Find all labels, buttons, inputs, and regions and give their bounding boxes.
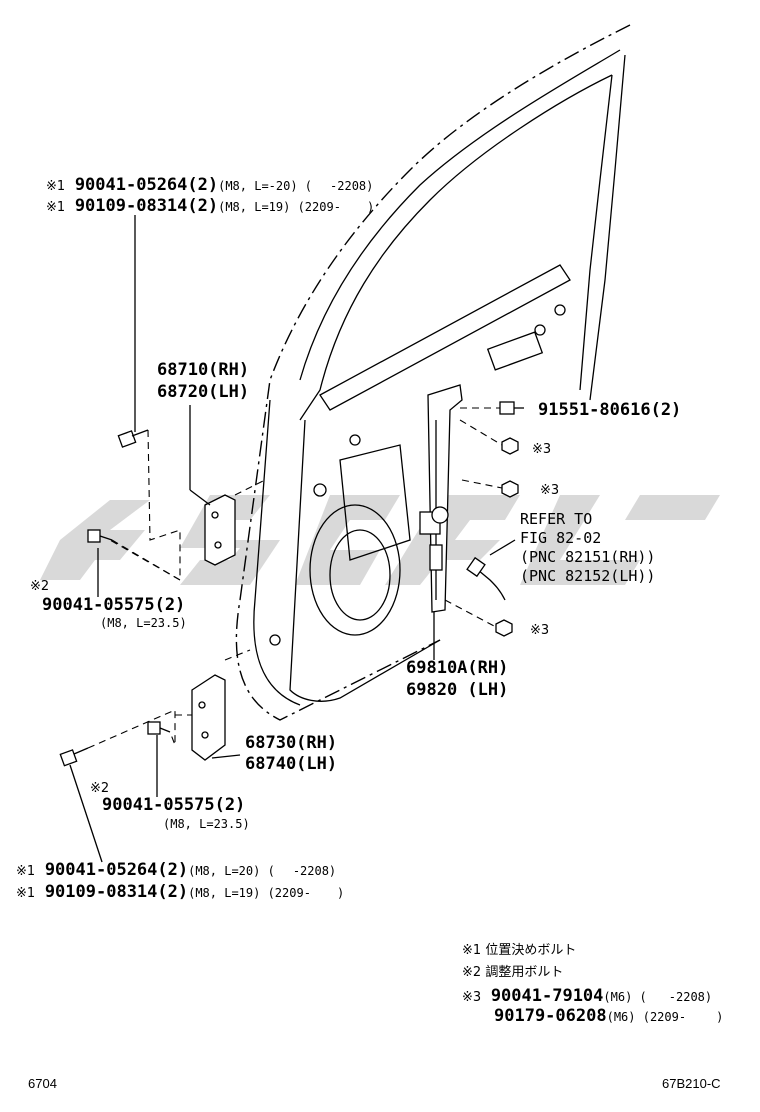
leader-line bbox=[189, 489, 211, 506]
hinge-hole bbox=[201, 731, 209, 739]
connector-plug bbox=[466, 556, 486, 578]
refer-line-1: REFER TO bbox=[520, 510, 593, 528]
regulator-rh-label: 69810A(RH) bbox=[406, 658, 509, 678]
panel-hole bbox=[349, 434, 361, 446]
window-frame-inner bbox=[299, 74, 613, 421]
assembly-line bbox=[111, 539, 181, 581]
legend-note-3-row-1: ※3 90041-79104(M6) (-2208) bbox=[462, 986, 713, 1006]
door-inner-panel bbox=[289, 419, 441, 702]
nut-icon bbox=[495, 619, 513, 637]
assembly-line bbox=[461, 479, 503, 489]
leader-line bbox=[489, 539, 516, 556]
panel-hole bbox=[313, 483, 327, 497]
legend-note-1: ※1 位置決めボルト bbox=[462, 943, 577, 958]
footer-right-code: 67B210-C bbox=[662, 1076, 721, 1091]
belt-line-molding bbox=[319, 264, 571, 411]
leader-line bbox=[211, 754, 241, 759]
bolt-icon bbox=[147, 721, 171, 735]
assembly-line bbox=[224, 649, 251, 661]
panel-hole bbox=[269, 634, 281, 646]
panel-hole bbox=[554, 304, 566, 316]
hinge-hole bbox=[214, 541, 222, 549]
refer-line-3: (PNC 82151(RH)) bbox=[520, 548, 656, 566]
adj-bolt-upper-mark: ※2 bbox=[30, 579, 50, 594]
upper-hinge bbox=[204, 494, 236, 566]
bolt-icon bbox=[117, 429, 149, 448]
adj-bolt-lower-part: 90041-05575(2) bbox=[102, 795, 246, 815]
window-frame-line bbox=[299, 49, 621, 381]
bolt-icon bbox=[59, 747, 89, 767]
nut-icon bbox=[501, 480, 519, 498]
adj-bolt-lower-spec: (M8, L=23.5) bbox=[163, 817, 250, 831]
leader-line bbox=[69, 764, 103, 863]
nut-label-1: ※3 bbox=[532, 442, 552, 457]
nut-label-2: ※3 bbox=[540, 483, 560, 498]
assembly-line bbox=[444, 599, 497, 628]
bolt-icon bbox=[87, 529, 113, 543]
window-bolt-label: 91551-80616(2) bbox=[538, 400, 682, 420]
lower-hinge bbox=[191, 674, 226, 761]
top-bolt-callout-2: ※1 90109-08314(2)(M8, L=19) (2209-) bbox=[46, 196, 375, 216]
refer-line-2: FIG 82-02 bbox=[520, 529, 602, 547]
service-hole bbox=[339, 444, 411, 561]
speaker-opening bbox=[309, 504, 401, 636]
bottom-bolt-callout-2: ※1 90109-08314(2)(M8, L=19) (2209-) bbox=[16, 882, 345, 902]
nut-icon bbox=[501, 437, 519, 455]
regulator-connector bbox=[471, 564, 506, 601]
window-rear-channel-outer bbox=[589, 54, 626, 401]
bolt-icon bbox=[499, 401, 524, 415]
upper-hinge-rh-label: 68710(RH) bbox=[157, 360, 250, 380]
refer-line-4: (PNC 82152(LH)) bbox=[520, 567, 656, 585]
upper-hinge-lh-label: 68720(LH) bbox=[157, 382, 250, 402]
nut-label-3: ※3 bbox=[530, 623, 550, 638]
panel-hole bbox=[534, 324, 546, 336]
assembly-line bbox=[459, 419, 503, 446]
lower-hinge-rh-label: 68730(RH) bbox=[245, 733, 338, 753]
adj-bolt-upper-part: 90041-05575(2) bbox=[42, 595, 186, 615]
legend-note-3-row-2: 90179-06208(M6) (2209-) bbox=[494, 1006, 724, 1026]
bottom-bolt-callout-1: ※1 90041-05264(2)(M8, L=20) (-2208) bbox=[16, 860, 337, 880]
adj-bolt-upper-spec: (M8, L=23.5) bbox=[100, 616, 187, 630]
hinge-hole bbox=[198, 701, 206, 709]
adj-bolt-lower-mark: ※2 bbox=[90, 781, 110, 796]
window-regulator bbox=[419, 384, 463, 613]
top-bolt-callout-1: ※1 90041-05264(2)(M8, L=-20) (-2208) bbox=[46, 175, 374, 195]
assembly-line bbox=[234, 479, 266, 496]
window-rear-channel bbox=[579, 74, 613, 391]
hinge-hole bbox=[211, 511, 219, 519]
assembly-line bbox=[87, 709, 176, 749]
legend-note-2: ※2 調整用ボルト bbox=[462, 965, 564, 980]
footer-left-code: 6704 bbox=[28, 1076, 57, 1091]
regulator-lh-label: 69820 (LH) bbox=[406, 680, 509, 700]
speaker-opening-inner bbox=[329, 529, 391, 621]
door-frame-outline bbox=[235, 24, 631, 721]
panel-slot bbox=[486, 331, 544, 371]
lower-hinge-lh-label: 68740(LH) bbox=[245, 754, 338, 774]
door-front-edge bbox=[253, 399, 301, 706]
